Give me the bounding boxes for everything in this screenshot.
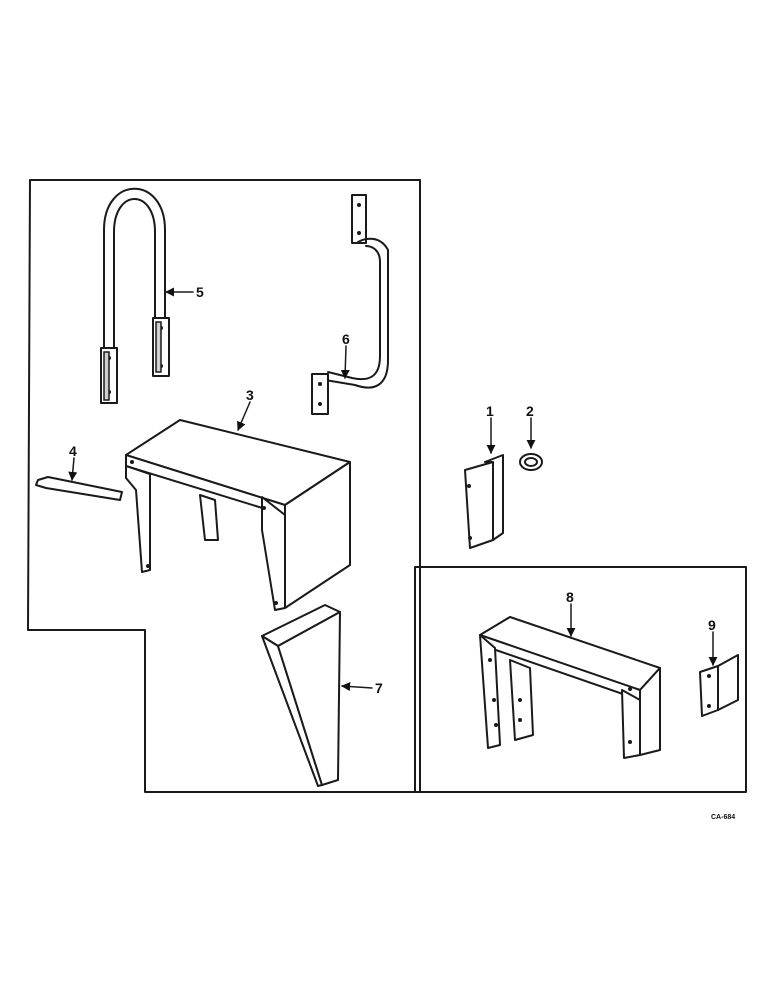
diagram-code: CA-684 <box>711 814 735 821</box>
leader-4 <box>68 457 78 481</box>
leader-6 <box>340 345 350 379</box>
part-9-small-bracket <box>699 654 739 717</box>
leader-7 <box>341 682 373 692</box>
callout-7: 7 <box>375 680 383 696</box>
callout-2: 2 <box>526 403 534 419</box>
part-1-bracket <box>464 454 504 549</box>
callout-9: 9 <box>708 617 716 633</box>
part-2-nut <box>519 453 543 471</box>
callout-1: 1 <box>486 403 494 419</box>
callout-4: 4 <box>69 443 77 459</box>
callout-6: 6 <box>342 331 350 347</box>
callout-5: 5 <box>196 284 204 300</box>
callout-8: 8 <box>566 589 574 605</box>
left-group-border <box>27 179 421 793</box>
part-4-strip <box>35 476 123 501</box>
part-7-side-panel <box>261 604 341 787</box>
part-8-frame <box>479 616 661 759</box>
part-6-grab-bar <box>311 194 389 415</box>
leader-3 <box>237 401 251 431</box>
part-5-u-handle <box>100 187 170 404</box>
callout-3: 3 <box>246 387 254 403</box>
part-3-seat-box <box>125 419 351 611</box>
right-group-border <box>414 566 747 793</box>
